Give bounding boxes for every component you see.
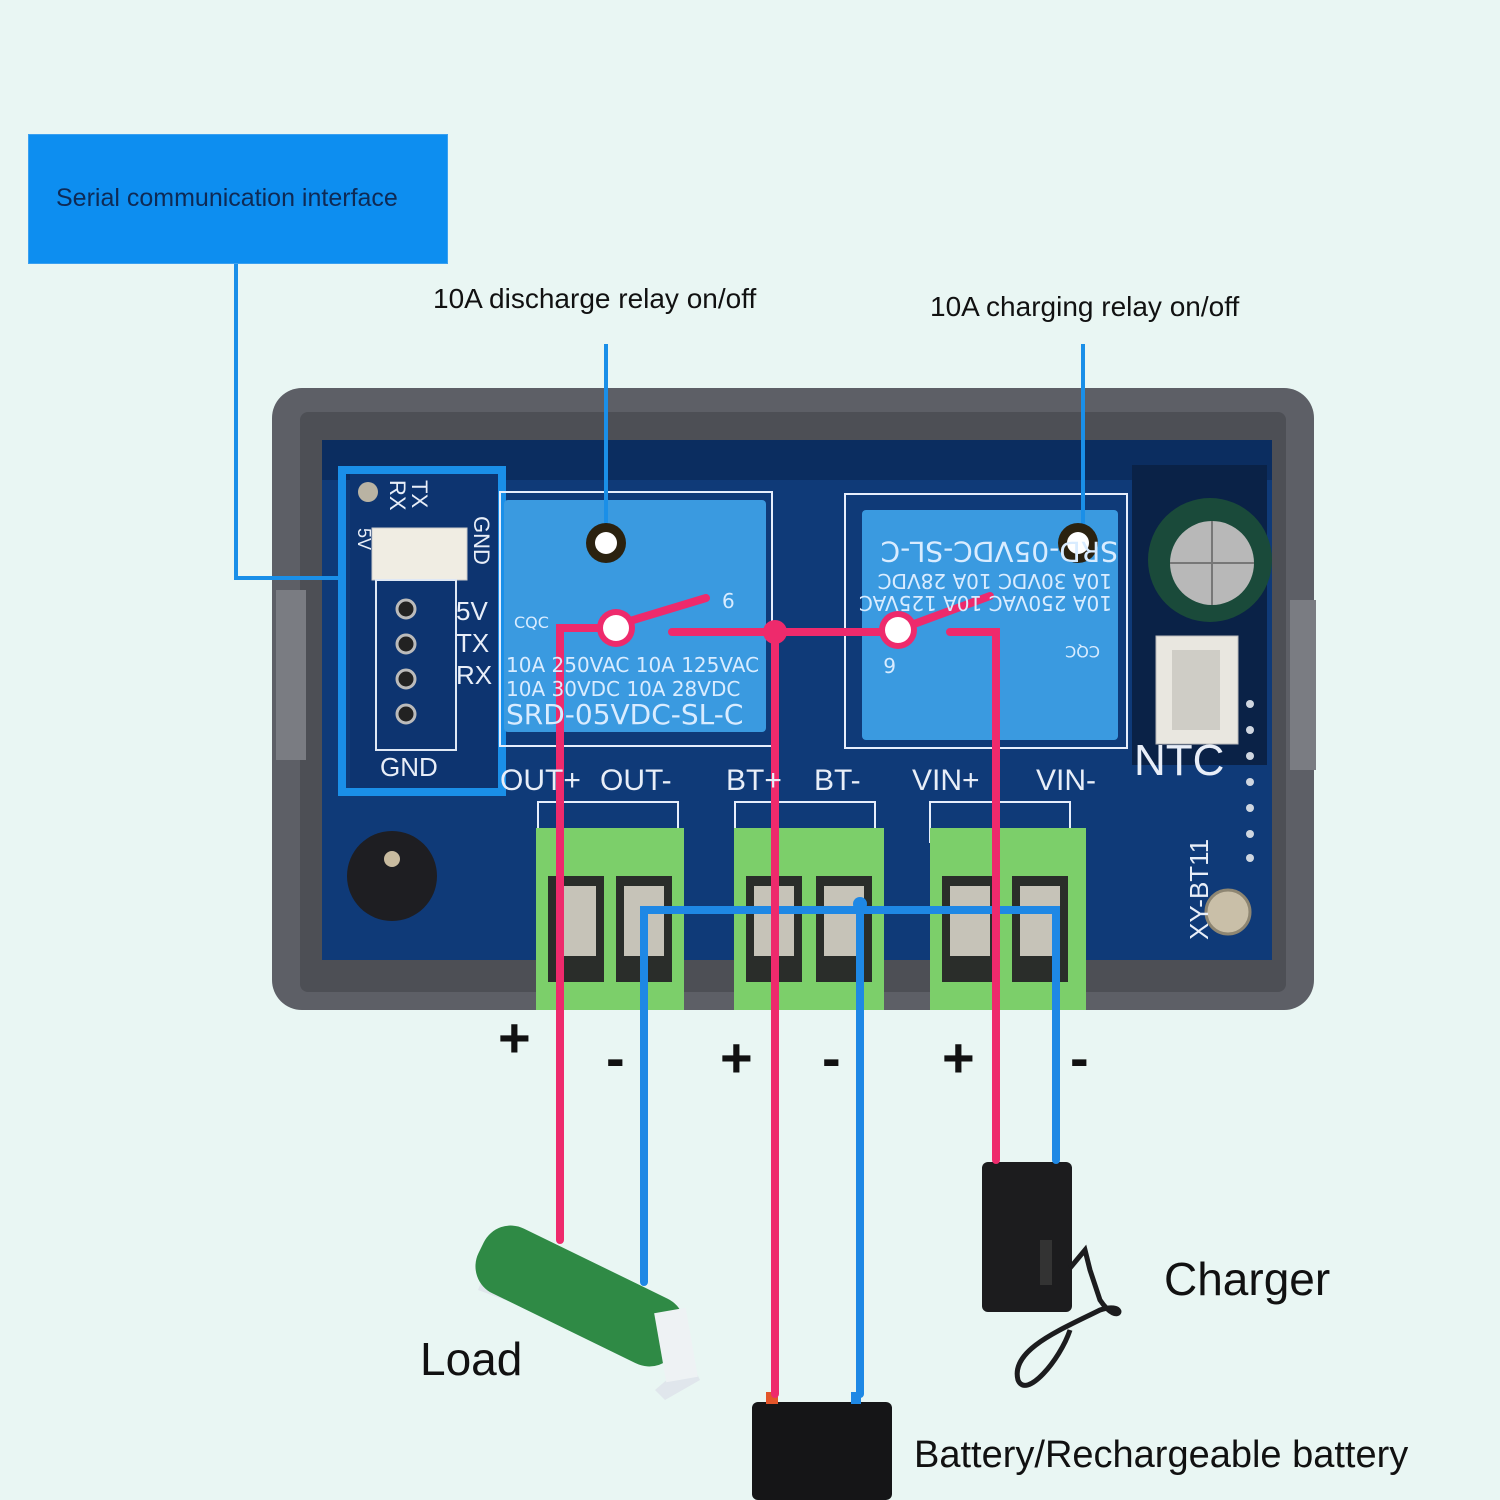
battery-icon <box>752 1392 892 1500</box>
relay-left-contact-inner <box>603 615 629 641</box>
polarity-sign-vin-plus: + <box>942 1026 975 1089</box>
polarity-sign-bt-minus: - <box>822 1026 841 1089</box>
wire-charger-positive <box>946 628 1000 1164</box>
serial-area <box>350 470 498 788</box>
terminal-label-bt-plus: BT+ <box>726 764 782 797</box>
serial-pin-label-gnd: GND <box>469 516 494 565</box>
relay-left-cert: CQC <box>514 613 549 632</box>
wire-negative-bus <box>640 906 1060 1286</box>
serial-pin-label-5v: 5V <box>354 528 374 551</box>
relay-right <box>862 510 1118 740</box>
relay-left-rating-2: 10A 30VDC 10A 28VDC <box>506 677 741 701</box>
polarity-sign-out-plus: + <box>498 1006 531 1069</box>
serial-pin-label-tx: TX <box>407 480 432 509</box>
polarity-sign-bt-plus: + <box>720 1026 753 1089</box>
serial-jst-connector <box>371 527 468 581</box>
serial-side-tx: TX <box>456 628 490 658</box>
charging-relay-label: 10A charging relay on/off <box>930 291 1240 322</box>
polarity-sign-vin-minus: - <box>1070 1026 1089 1089</box>
relay-right-contact-inner <box>885 617 911 643</box>
ntc-label: NTC <box>1134 736 1225 785</box>
ntc-connector-slot <box>1172 650 1220 730</box>
screw-icon <box>1204 888 1252 936</box>
serial-callout-line <box>234 264 342 580</box>
relay-left-rating-1: 10A 250VAC 10A 125VAC <box>506 653 760 677</box>
terminal-blocks <box>536 828 1086 1010</box>
relay-right-switch-arm <box>910 592 994 628</box>
screw-icon <box>358 482 378 502</box>
relay-right-rating-1: 10A 250VAC 10A 125VAC <box>858 591 1112 615</box>
serial-side-rx: RX <box>456 660 493 690</box>
serial-pin-outline <box>375 579 457 751</box>
wire-load-positive <box>556 624 610 1244</box>
serial-gnd-label: GND <box>380 752 438 782</box>
relay-left-model: SRD-05VDC-SL-C <box>506 698 744 731</box>
housing-tab-left <box>276 590 306 760</box>
serial-side-5v: 5V <box>456 596 488 626</box>
potentiometer-knob <box>347 831 437 921</box>
polarity-sign-out-minus: - <box>606 1026 625 1089</box>
relay-coil-marker-right-inner <box>1067 532 1089 554</box>
terminal-label-out-minus: OUT- <box>600 764 672 797</box>
load-label: Load <box>420 1333 523 1385</box>
terminal-label-bt-minus: BT- <box>814 764 861 797</box>
relay-left-pin: 6 <box>722 589 735 613</box>
terminal-label-vin-minus: VIN- <box>1036 764 1096 797</box>
serial-callout-label: Serial communication interface <box>56 184 398 212</box>
relay-right-rating-2: 10A 30VDC 10A 28VDC <box>877 569 1112 593</box>
knob-indicator <box>384 851 400 867</box>
serial-callout-box <box>28 134 448 264</box>
charger-label: Charger <box>1164 1253 1331 1305</box>
relay-right-outline <box>844 493 1128 749</box>
serial-highlight-frame <box>338 466 506 796</box>
terminal-label-out-plus: OUT+ <box>500 764 581 797</box>
negative-junction <box>853 897 867 911</box>
relay-left-switch-arm <box>616 594 710 628</box>
relay-left-outline <box>499 491 773 747</box>
relay-coil-marker-left-inner <box>595 532 617 554</box>
load-resistor-icon <box>475 1225 700 1400</box>
terminal-label-vin-plus: VIN+ <box>912 764 980 797</box>
housing-tab-right <box>1290 600 1316 770</box>
positive-junction <box>763 620 787 644</box>
relay-right-pin: 6 <box>883 653 896 677</box>
board-model-label: XY-BT11 <box>1184 838 1214 940</box>
serial-pin-holes <box>395 598 417 725</box>
pcb-pin-dots <box>1246 700 1254 862</box>
discharge-relay-label: 10A discharge relay on/off <box>433 283 757 314</box>
relay-right-model: SRD-05VDC-SL-C <box>880 535 1118 568</box>
battery-label: Battery/Rechargeable battery <box>914 1434 1409 1476</box>
relay-right-cert: CQC <box>1065 642 1100 661</box>
negative-wiring <box>640 898 1060 1398</box>
charger-icon <box>982 1162 1122 1388</box>
